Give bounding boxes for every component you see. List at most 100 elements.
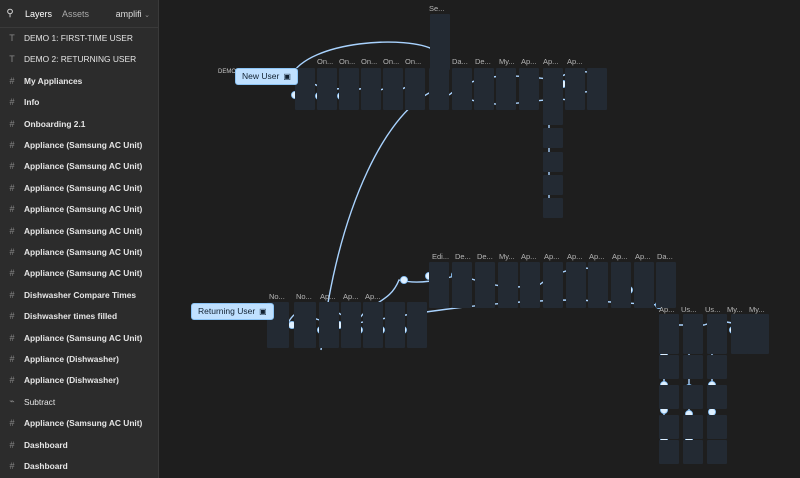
prototype-frame[interactable]	[588, 262, 608, 308]
prototype-frame[interactable]	[429, 262, 449, 308]
prototype-frame[interactable]	[430, 14, 450, 70]
frame-label: De...	[475, 57, 491, 66]
prototype-frame[interactable]	[452, 262, 472, 308]
layer-item[interactable]: #My Appliances	[0, 71, 158, 91]
prototype-frame[interactable]	[707, 440, 727, 464]
prototype-frame[interactable]	[295, 68, 315, 110]
prototype-frame[interactable]	[747, 314, 769, 354]
prototype-frame[interactable]	[683, 355, 703, 379]
prototype-frame[interactable]	[659, 440, 679, 464]
layer-label: Dashboard	[24, 461, 68, 471]
layer-item[interactable]: #Appliance (Samsung AC Unit)	[0, 328, 158, 348]
flow-start-returning-user[interactable]: Returning User▣	[191, 303, 274, 320]
layer-item[interactable]: #Dishwasher times filled	[0, 306, 158, 326]
prototype-frame[interactable]	[520, 262, 540, 308]
layer-item[interactable]: #Onboarding 2.1	[0, 114, 158, 134]
prototype-frame[interactable]	[683, 314, 703, 354]
prototype-frame[interactable]	[683, 385, 703, 409]
prototype-frame[interactable]	[407, 302, 427, 348]
prototype-frame[interactable]	[683, 415, 703, 439]
prototype-frame[interactable]	[543, 152, 563, 172]
prototype-frame[interactable]	[659, 314, 679, 354]
prototype-frame[interactable]	[385, 302, 405, 348]
layer-item[interactable]: #Appliance (Samsung AC Unit)	[0, 413, 158, 433]
tab-assets[interactable]: Assets	[62, 8, 90, 19]
layer-item[interactable]: #Appliance (Dishwasher)	[0, 370, 158, 390]
frame-label: My...	[749, 305, 765, 314]
layer-label: Subtract	[24, 396, 56, 407]
layer-item[interactable]: #Dashboard	[0, 435, 158, 455]
prototype-frame[interactable]	[565, 68, 585, 110]
prototype-frame[interactable]	[519, 68, 539, 110]
layer-label: Appliance (Samsung AC Unit)	[24, 140, 143, 150]
layer-item[interactable]: #Appliance (Samsung AC Unit)	[0, 199, 158, 219]
prototype-frame[interactable]	[543, 68, 563, 110]
frame-label: Da...	[657, 252, 673, 261]
prototype-frame[interactable]	[363, 302, 383, 348]
prototype-frame[interactable]	[496, 68, 516, 110]
prototype-frame[interactable]	[659, 385, 679, 409]
prototype-frame[interactable]	[405, 68, 425, 110]
page-selector[interactable]: amplifi ⌄	[116, 9, 150, 19]
prototype-frame[interactable]	[707, 385, 727, 409]
prototype-frame[interactable]	[543, 128, 563, 148]
prototype-frame[interactable]	[543, 198, 563, 218]
layer-item[interactable]: #Appliance (Samsung AC Unit)	[0, 242, 158, 262]
search-icon[interactable]: ⚲	[6, 8, 14, 19]
prototype-frame[interactable]	[429, 68, 449, 110]
layer-item[interactable]: #Dishwasher Compare Times	[0, 285, 158, 305]
prototype-frame[interactable]	[543, 262, 563, 308]
layer-item[interactable]: #Dashboard	[0, 456, 158, 476]
layer-item[interactable]: #Appliance (Samsung AC Unit)	[0, 221, 158, 241]
prototype-frame[interactable]	[611, 262, 631, 308]
layer-item[interactable]: #Info	[0, 92, 158, 112]
prototype-frame[interactable]	[543, 175, 563, 195]
prototype-frame[interactable]	[566, 262, 586, 308]
prototype-frame[interactable]	[707, 415, 727, 439]
prototype-frame[interactable]	[707, 314, 727, 354]
prototype-frame[interactable]	[498, 262, 518, 308]
prototype-frame[interactable]	[319, 302, 339, 348]
prototype-frame[interactable]	[383, 68, 403, 110]
page-name: amplifi	[115, 8, 142, 19]
prototype-frame[interactable]	[587, 68, 607, 110]
frame-label: Ap...	[544, 252, 560, 261]
layer-item[interactable]: #Appliance (Samsung AC Unit)	[0, 178, 158, 198]
frame-icon: #	[9, 140, 15, 150]
layer-item[interactable]: ⌁Subtract	[0, 392, 158, 412]
prototype-frame[interactable]	[543, 105, 563, 125]
layer-item[interactable]: # Appliance (Samsung AC Unit)	[0, 135, 158, 155]
prototype-frame[interactable]	[707, 355, 727, 379]
flow-start-new-user[interactable]: New User▣	[235, 68, 298, 85]
prototype-frame[interactable]	[474, 68, 494, 110]
prototype-frame[interactable]	[341, 302, 361, 348]
tab-layers[interactable]: Layers	[25, 8, 53, 19]
prototype-frame[interactable]	[452, 68, 472, 110]
frame-icon: #	[9, 418, 15, 429]
layer-item[interactable]: #Appliance (Samsung AC Unit)	[0, 156, 158, 176]
frame-label: Us...	[705, 305, 721, 314]
prototype-frame[interactable]	[361, 68, 381, 110]
prototype-frame[interactable]	[294, 302, 316, 348]
layer-item[interactable]: #Appliance (Samsung AC Unit)	[0, 263, 158, 283]
frame-label: Ap...	[567, 57, 583, 66]
frame-icon: #	[9, 311, 15, 322]
prototype-frame[interactable]	[659, 415, 679, 439]
layer-item[interactable]: #Appliance (Dishwasher)	[0, 349, 158, 369]
flow-play-icon: ▣	[283, 72, 291, 81]
prototype-frame[interactable]	[634, 262, 654, 308]
chevron-down-icon: ⌄	[144, 11, 150, 19]
frame-label: Ap...	[589, 252, 605, 261]
connection-node[interactable]	[399, 275, 408, 284]
prototype-frame[interactable]	[317, 68, 337, 110]
prototype-frame[interactable]	[475, 262, 495, 308]
canvas[interactable]: Se...On...On...On...On...On...Da...De...…	[159, 0, 800, 478]
frame-icon: #	[9, 247, 15, 257]
prototype-frame[interactable]	[656, 262, 676, 308]
prototype-frame[interactable]	[339, 68, 359, 110]
prototype-frame[interactable]	[731, 314, 751, 354]
prototype-frame[interactable]	[659, 355, 679, 379]
prototype-frame[interactable]	[683, 440, 703, 464]
